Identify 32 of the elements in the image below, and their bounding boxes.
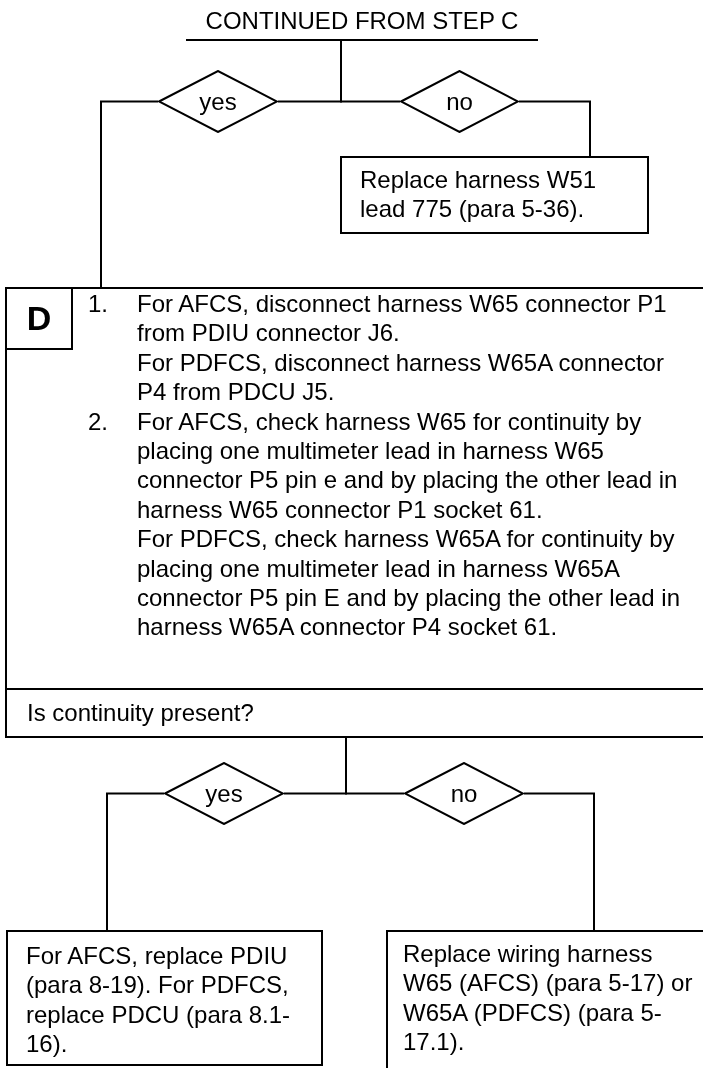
instruction-text: Replace harness W51 lead 775 (para 5-36).	[360, 165, 598, 224]
continuation-heading: CONTINUED FROM STEP C	[186, 4, 538, 41]
connector-line	[340, 40, 401, 103]
step-text: For AFCS, disconnect harness W65 connector P1 from PDIU connector J6.	[137, 289, 668, 348]
action-box	[386, 930, 703, 1068]
connector-line	[106, 792, 165, 931]
step-number: 1.	[88, 289, 109, 319]
step-text: For AFCS, check harness W65 for continuity by placing one multimeter lead in harness W65 connector P5 pin e and by placing the other lead in harness W65 connector P1 socket 61.	[137, 406, 679, 525]
connector-line	[345, 737, 405, 795]
connector-line	[100, 100, 159, 288]
decision-diamond	[404, 762, 524, 825]
connector-line	[518, 100, 591, 157]
step-box	[5, 287, 703, 690]
decision-diamond	[158, 70, 278, 133]
decision-label: no	[449, 778, 479, 809]
action-box	[6, 930, 323, 1066]
decision-diamond	[164, 762, 284, 825]
decision-diamond	[400, 70, 519, 133]
instruction-text: For AFCS, replace PDIU (para 8-19). For PDFCS, replace PDCU (para 8.1-16).	[26, 941, 292, 1059]
step-letter: D	[25, 298, 53, 339]
instruction-text: Replace wiring harness W65 (AFCS) (para 5-17) or W65A (PDFCS) (para 5-17.1).	[403, 939, 694, 1057]
step-text: For PDFCS, check harness W65A for continuity by placing one multimeter lead in harness W65A connector P5 pin E and by placing the other lead in harness W65A connector P4 socket 61.	[137, 524, 682, 642]
step-text: For PDFCS, disconnect harness W65A connector P4 from PDCU J5.	[137, 347, 665, 407]
step-number: 2.	[88, 406, 109, 437]
decision-label: no	[445, 86, 474, 117]
step-tab	[5, 287, 73, 350]
question-band	[5, 688, 703, 738]
instruction-text: Is continuity present?	[27, 698, 255, 728]
connector-line	[523, 792, 595, 931]
decision-label: yes	[204, 778, 244, 809]
action-box	[340, 156, 649, 234]
decision-label: yes	[198, 86, 238, 117]
